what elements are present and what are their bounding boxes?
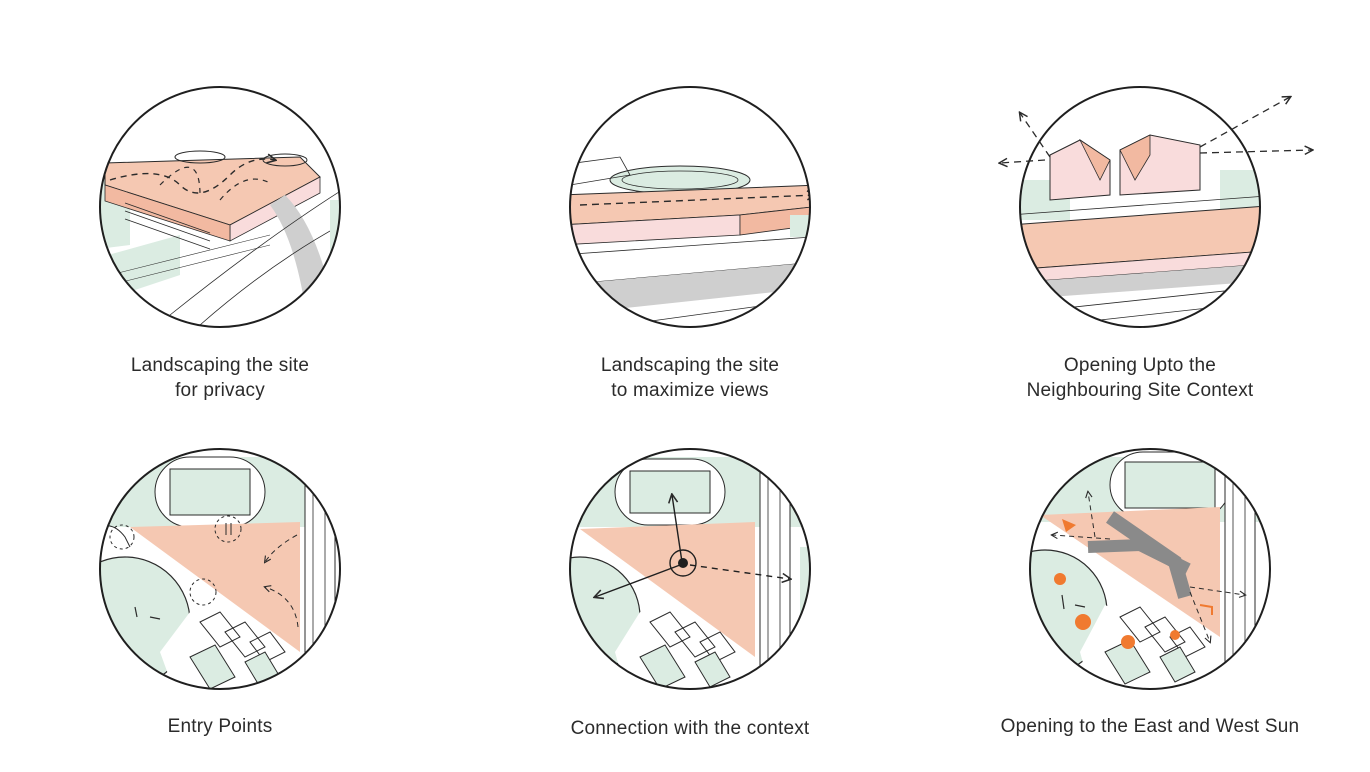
caption-line: to maximize views (611, 380, 769, 401)
caption-line: Opening Upto the (1063, 355, 1217, 376)
caption-sun: Opening to the East and West Sun (950, 714, 1350, 739)
caption-line: for privacy (175, 380, 265, 401)
caption-line: Neighbouring Site Context (1026, 380, 1254, 401)
connection-diagram (569, 448, 811, 690)
sun-diagram (1029, 448, 1271, 690)
caption-line: Landscaping the site (130, 355, 310, 376)
caption-line: Entry Points (167, 716, 273, 737)
caption-context: Opening Upto the Neighbouring Site Conte… (950, 353, 1330, 403)
caption-line: Opening to the East and West Sun (1000, 716, 1300, 737)
caption-line: Landscaping the site (600, 355, 780, 376)
context-diagram (990, 86, 1290, 328)
caption-privacy: Landscaping the site for privacy (30, 353, 410, 403)
caption-entry: Entry Points (30, 714, 410, 739)
caption-views: Landscaping the site to maximize views (500, 353, 880, 403)
caption-line: Connection with the context (570, 718, 810, 739)
privacy-diagram (99, 86, 341, 328)
views-diagram (569, 86, 811, 328)
entry-diagram (99, 448, 341, 690)
caption-connection: Connection with the context (500, 716, 880, 741)
